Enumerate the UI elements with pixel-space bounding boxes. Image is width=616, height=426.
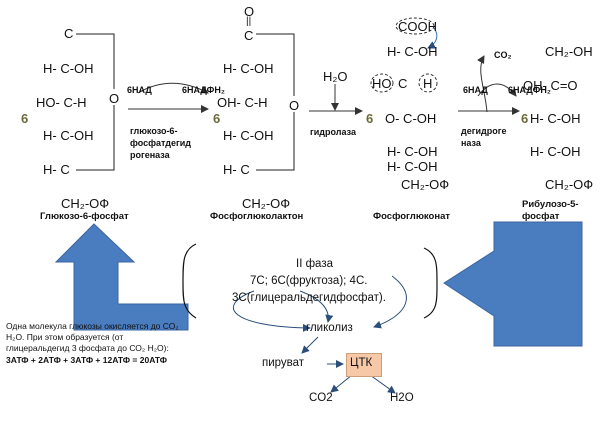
lactone-c1: C bbox=[244, 28, 254, 43]
g6p-c4: H- C-OH bbox=[43, 128, 94, 143]
lactone-o-top: O bbox=[244, 4, 255, 19]
blue-arrow-left-icon bbox=[443, 221, 583, 347]
dashed-circle-cooh bbox=[395, 17, 435, 35]
arrow-co2 bbox=[477, 55, 488, 113]
glycolysis-label: гликолиз bbox=[306, 322, 353, 334]
g6p-c3: HO- C-H bbox=[36, 95, 87, 110]
ribulose-number-six: 6 bbox=[521, 111, 529, 126]
gluconate-number-six: 6 bbox=[366, 111, 374, 126]
g6p-c2: H- C-OH bbox=[43, 61, 94, 76]
nadph-label-2: 6НАДФН₂ bbox=[508, 85, 551, 95]
note-line4: 3АТФ + 2АТФ + 3АТФ + 12АТФ = 20АТФ bbox=[6, 355, 168, 365]
g6p-number-six: 6 bbox=[21, 111, 29, 126]
g6p-ring-oxygen: O bbox=[109, 91, 120, 106]
nad-label-2: 6НАД bbox=[463, 85, 488, 95]
lactone-name: Фосфоглюколактон bbox=[210, 211, 304, 222]
enzyme-dehydrogenase-line1: дегидроге bbox=[461, 126, 507, 136]
g6p-c6: CH₂-OФ bbox=[61, 196, 110, 211]
lactone-ring-line bbox=[256, 33, 295, 171]
note-line3: глицеральдегид 3 фосфата до СО₂ Н₂О): bbox=[6, 343, 169, 353]
enzyme-hydrolase: гидролаза bbox=[310, 127, 356, 137]
flow-line-3 bbox=[373, 275, 407, 329]
arrow-glyc-pyruvate bbox=[301, 336, 319, 354]
gluconate-name: Фосфоглюконат bbox=[373, 211, 451, 222]
lactone-number-six: 6 bbox=[213, 111, 221, 126]
enzyme-g6pdh-line2: фосфатдегид bbox=[130, 138, 192, 148]
lactone-double-bond: || bbox=[246, 16, 252, 27]
phase-line2: 3С(глицеральдегидфосфат). bbox=[232, 292, 386, 304]
lactone-c3: OH- C-H bbox=[217, 95, 268, 110]
ctk-box bbox=[346, 353, 382, 377]
ribulose-c1: CH₂-OH bbox=[545, 44, 593, 59]
lactone-c4: H- C-OH bbox=[223, 128, 274, 143]
nad-label-1: 6НАД bbox=[127, 85, 152, 95]
g6p-c1: C bbox=[64, 26, 74, 41]
flow-line-1 bbox=[233, 290, 311, 332]
arrow-cooh-curve bbox=[427, 27, 438, 49]
water-label: H₂O bbox=[323, 69, 348, 84]
lactone-c5: H- C bbox=[223, 162, 250, 177]
pyruvate-label: пируват bbox=[262, 357, 305, 369]
gluconate-c2: H- C-OH bbox=[387, 44, 438, 59]
gluconate-c4: O- C-OH bbox=[385, 111, 437, 126]
gluconate-c3-ho: HO bbox=[372, 76, 392, 91]
gluconate-c5: H- C-OH bbox=[387, 144, 438, 159]
enzyme-g6pdh-line3: рогеназа bbox=[130, 150, 170, 160]
h2o-product: H2O bbox=[390, 392, 414, 404]
g6p-ring-line bbox=[76, 33, 115, 171]
arrow-ctk-co2 bbox=[330, 374, 353, 393]
phase-line1: 7С; 6С(фруктоза); 4С. bbox=[250, 275, 368, 287]
lactone-c2: H- C-OH bbox=[223, 61, 274, 76]
dashed-circle-ho bbox=[370, 73, 394, 93]
g6p-c5: H- C bbox=[43, 162, 70, 177]
ribulose-c5: CH₂-OФ bbox=[545, 177, 594, 192]
note-line1: Одна молекула глюкозы окисляется до СО₂ bbox=[6, 321, 179, 331]
ribulose-name-line1: Рибулозо-5- bbox=[522, 199, 579, 210]
g6p-name: Глюкозо-6-фосфат bbox=[40, 211, 129, 222]
ribulose-c4: H- C-OH bbox=[530, 144, 581, 159]
lactone-c6: CH₂-OФ bbox=[242, 196, 291, 211]
co2-product: CO2 bbox=[309, 392, 333, 404]
ribulose-c2: OH- C=O bbox=[523, 78, 578, 93]
left-bracket bbox=[182, 243, 197, 319]
ribulose-name-line2: фосфат bbox=[522, 211, 560, 222]
arrow-ctk-h2o bbox=[369, 374, 396, 394]
phase-title: II фаза bbox=[296, 258, 333, 270]
arrow-nad-1 bbox=[137, 82, 209, 94]
ctk-label: ЦТК bbox=[350, 357, 373, 369]
note-line2: Н₂О. При этом образуется (от bbox=[6, 332, 124, 342]
enzyme-g6pdh-line1: глюкозо-6- bbox=[130, 126, 178, 136]
blue-arrow-up-left-icon bbox=[54, 223, 189, 331]
gluconate-c6: H- C-OH bbox=[387, 159, 438, 174]
nadph-label-1: 6НАДФН₂ bbox=[182, 85, 225, 95]
gluconate-c3-c: C bbox=[398, 76, 408, 91]
gluconate-c3-h: H bbox=[423, 76, 433, 91]
gluconate-c7: CH₂-OФ bbox=[401, 177, 450, 192]
flow-line-2 bbox=[299, 290, 334, 323]
gluconate-cooh: COOH bbox=[398, 19, 437, 34]
dashed-circle-h bbox=[418, 73, 438, 93]
ribulose-c3: H- C-OH bbox=[530, 111, 581, 126]
enzyme-dehydrogenase-line2: наза bbox=[461, 138, 481, 148]
co2-label: CO₂ bbox=[494, 50, 512, 60]
right-bracket bbox=[423, 247, 438, 319]
arrow-nad-2 bbox=[477, 83, 517, 97]
lactone-ring-oxygen: O bbox=[289, 98, 300, 113]
